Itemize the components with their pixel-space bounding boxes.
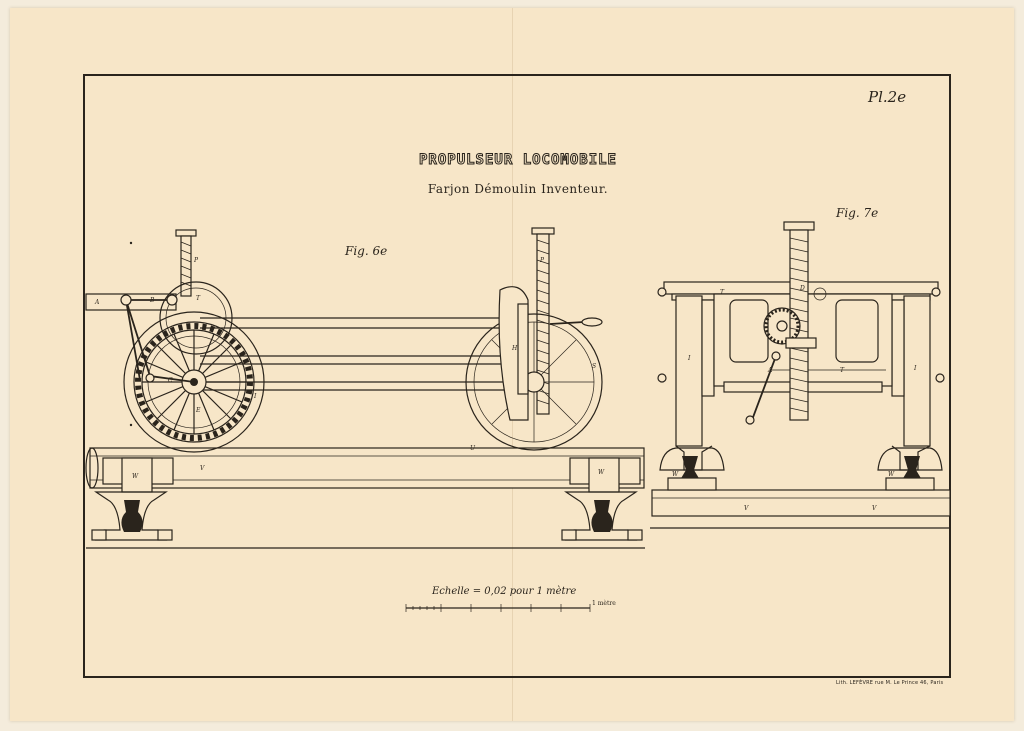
part-label-w2: W <box>598 469 605 476</box>
part-label-a: A <box>94 299 100 306</box>
central-screw <box>783 221 815 421</box>
figure-7-drawing: T I I T A W W V V D <box>650 221 951 529</box>
plate-title: PROPULSEUR LOCOMOBILE <box>418 152 617 169</box>
right-column <box>891 295 931 471</box>
fig7-label-v-left: V <box>744 505 749 512</box>
figure-7-label: Fig. 7e <box>836 206 879 220</box>
part-label-e: E <box>195 407 201 414</box>
part-label-p: P <box>193 257 199 264</box>
plate-subtitle: Farjon Démoulin Inventeur. <box>427 182 609 196</box>
part-label-p2: P <box>539 257 545 264</box>
left-column <box>675 295 715 471</box>
crank-handle <box>549 317 603 327</box>
scale-bar <box>405 604 591 612</box>
base-beam <box>651 489 951 517</box>
fig7-label-w-left: W <box>672 471 679 478</box>
rail-support-fig7-left <box>659 447 725 491</box>
right-wheel <box>465 286 603 451</box>
upper-wheel <box>159 281 233 355</box>
part-label-s: S <box>592 363 596 370</box>
rail-support-fig7-right <box>877 447 943 491</box>
printer-imprint: Lith. LEFÈVRE rue M. Le Prince 46, Paris <box>836 680 944 686</box>
part-label-t: T <box>196 295 201 302</box>
part-label-c: C <box>168 377 173 384</box>
part-label-b: B <box>149 297 155 304</box>
fig7-label-t: T <box>840 367 845 374</box>
beam-u <box>85 447 645 489</box>
part-label-i: I <box>253 393 257 400</box>
rail-support-left <box>91 457 174 541</box>
fig7-label-a: A <box>767 367 773 374</box>
plate-number: Pl.2e <box>868 88 907 106</box>
lever-arms <box>120 294 195 383</box>
rail-support-right <box>561 457 643 541</box>
fig7-gear <box>745 287 827 425</box>
scale-unit: 1 mètre <box>592 600 616 607</box>
part-label-h: H <box>511 345 518 352</box>
plate-border <box>83 74 951 678</box>
part-label-v: V <box>200 465 205 472</box>
fig7-label-w-right: W <box>888 471 895 478</box>
fig7-label-v-right: V <box>872 505 877 512</box>
fig7-label-d: D <box>799 285 805 292</box>
fig7-label-i-left: I <box>687 355 691 362</box>
fig7-label-i-right: I <box>913 365 917 372</box>
part-label-w1: W <box>132 473 139 480</box>
part-label-u: U <box>470 445 476 452</box>
left-screw <box>175 229 197 297</box>
figure-6-drawing: A B T P C E I U V W W S H P <box>85 227 645 549</box>
scale-label: Echelle = 0,02 pour 1 mètre <box>432 586 577 597</box>
fig7-label-t-top: T <box>720 289 725 296</box>
figure-6-label: Fig. 6e <box>345 244 388 258</box>
